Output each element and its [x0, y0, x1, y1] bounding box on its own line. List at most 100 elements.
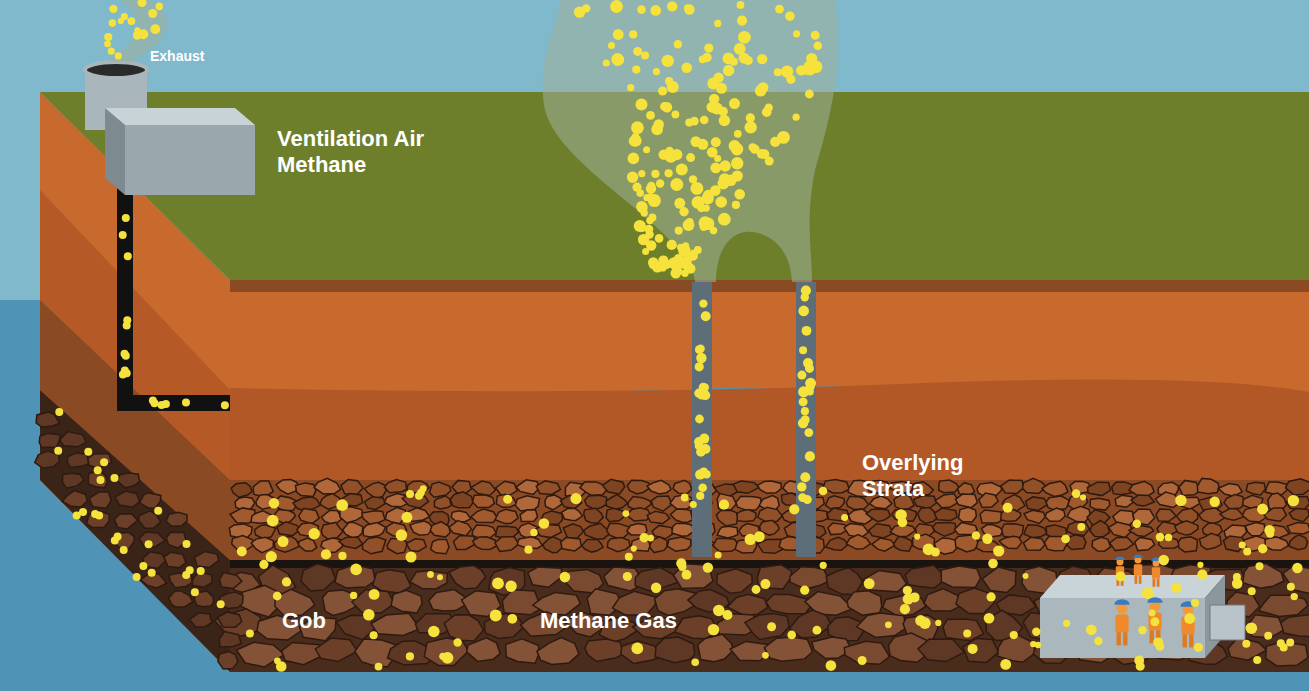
methane-dot [723, 53, 735, 65]
methane-dot [631, 121, 644, 134]
methane-dot [350, 564, 362, 576]
rock [166, 512, 187, 526]
methane-dot [1000, 659, 1011, 670]
rock [1129, 525, 1154, 536]
rock [274, 536, 299, 552]
methane-dot [278, 536, 289, 547]
methane-dot [674, 40, 682, 48]
rock [764, 637, 812, 661]
methane-dot [55, 408, 63, 416]
methane-dot [797, 371, 806, 380]
methane-dot [797, 482, 806, 491]
methane-dot [699, 434, 709, 444]
methane-dot [1133, 520, 1141, 528]
methane-dot [774, 68, 782, 76]
rock [115, 491, 140, 507]
rock [941, 566, 980, 588]
methane-dot [608, 42, 615, 49]
methane-dot [1184, 613, 1195, 624]
methane-dot [636, 189, 644, 197]
methane-dot [708, 624, 719, 635]
methane-dot [655, 234, 664, 243]
rock [451, 511, 471, 522]
methane-dot [642, 248, 649, 255]
rock [450, 492, 473, 508]
methane-dot [645, 225, 654, 234]
methane-dot [631, 546, 637, 552]
exhaust-opening [85, 62, 147, 78]
methane-dot [133, 31, 142, 40]
rock [430, 522, 450, 537]
methane-dot [720, 160, 731, 171]
methane-dot [269, 498, 279, 508]
rock [352, 590, 395, 613]
methane-dot [647, 182, 655, 190]
rock [980, 510, 1003, 523]
methane-dot [109, 19, 117, 27]
rock [672, 523, 695, 536]
methane-dot [1116, 572, 1126, 582]
methane-dot [1094, 637, 1102, 645]
worker-leg [1135, 575, 1138, 583]
rock [88, 453, 112, 468]
rock [343, 522, 363, 538]
methane-dot [97, 476, 105, 484]
methane-dot [762, 652, 769, 659]
rock [673, 480, 692, 493]
rock [943, 619, 984, 641]
rock [231, 483, 252, 498]
rock [363, 523, 385, 537]
methane-dot [524, 546, 532, 554]
methane-dot [1197, 570, 1207, 580]
methane-dot [757, 54, 767, 64]
rock [582, 539, 603, 552]
methane-dot [1258, 544, 1267, 553]
rock [717, 526, 738, 538]
rock [117, 473, 139, 488]
rock [1115, 495, 1134, 507]
rock [1289, 535, 1307, 550]
methane-dot [775, 5, 784, 14]
mining-machine [1040, 598, 1205, 658]
methane-dot [1286, 638, 1294, 646]
rock [391, 590, 422, 613]
rock [62, 491, 87, 508]
methane-dot [637, 5, 646, 14]
rock [434, 496, 451, 509]
worker-leg [1150, 630, 1154, 643]
worker-leg [1153, 578, 1156, 586]
worker-leg [1139, 575, 1142, 583]
methane-dot [723, 610, 733, 620]
methane-dot [115, 52, 122, 59]
methane-dot [1072, 489, 1081, 498]
rock [194, 552, 218, 568]
rock [1289, 508, 1309, 521]
methane-dot [1253, 656, 1261, 664]
rock [1090, 498, 1110, 510]
rock [651, 496, 672, 511]
methane-dot [54, 447, 62, 455]
methane-dot [1242, 640, 1250, 648]
methane-dot [191, 588, 199, 596]
methane-dot [627, 84, 634, 91]
methane-dot [675, 227, 683, 235]
methane-dot [123, 316, 131, 324]
methane-dot [638, 234, 649, 245]
worker-leg [1189, 634, 1193, 647]
methane-dot [714, 155, 721, 162]
methane-dot [697, 204, 705, 212]
strata-layer [230, 380, 1309, 481]
methane-dot [350, 592, 357, 599]
rock [339, 537, 363, 548]
methane-dot [84, 448, 92, 456]
methane-dot [629, 30, 637, 38]
methane-dot [702, 53, 711, 62]
methane-dot [603, 59, 610, 66]
rock [956, 494, 978, 508]
rock [536, 481, 560, 495]
methane-dot [105, 41, 111, 47]
rock [1001, 480, 1024, 493]
methane-dot [767, 622, 776, 631]
methane-dot [1264, 632, 1272, 640]
methane-dot [274, 657, 281, 664]
